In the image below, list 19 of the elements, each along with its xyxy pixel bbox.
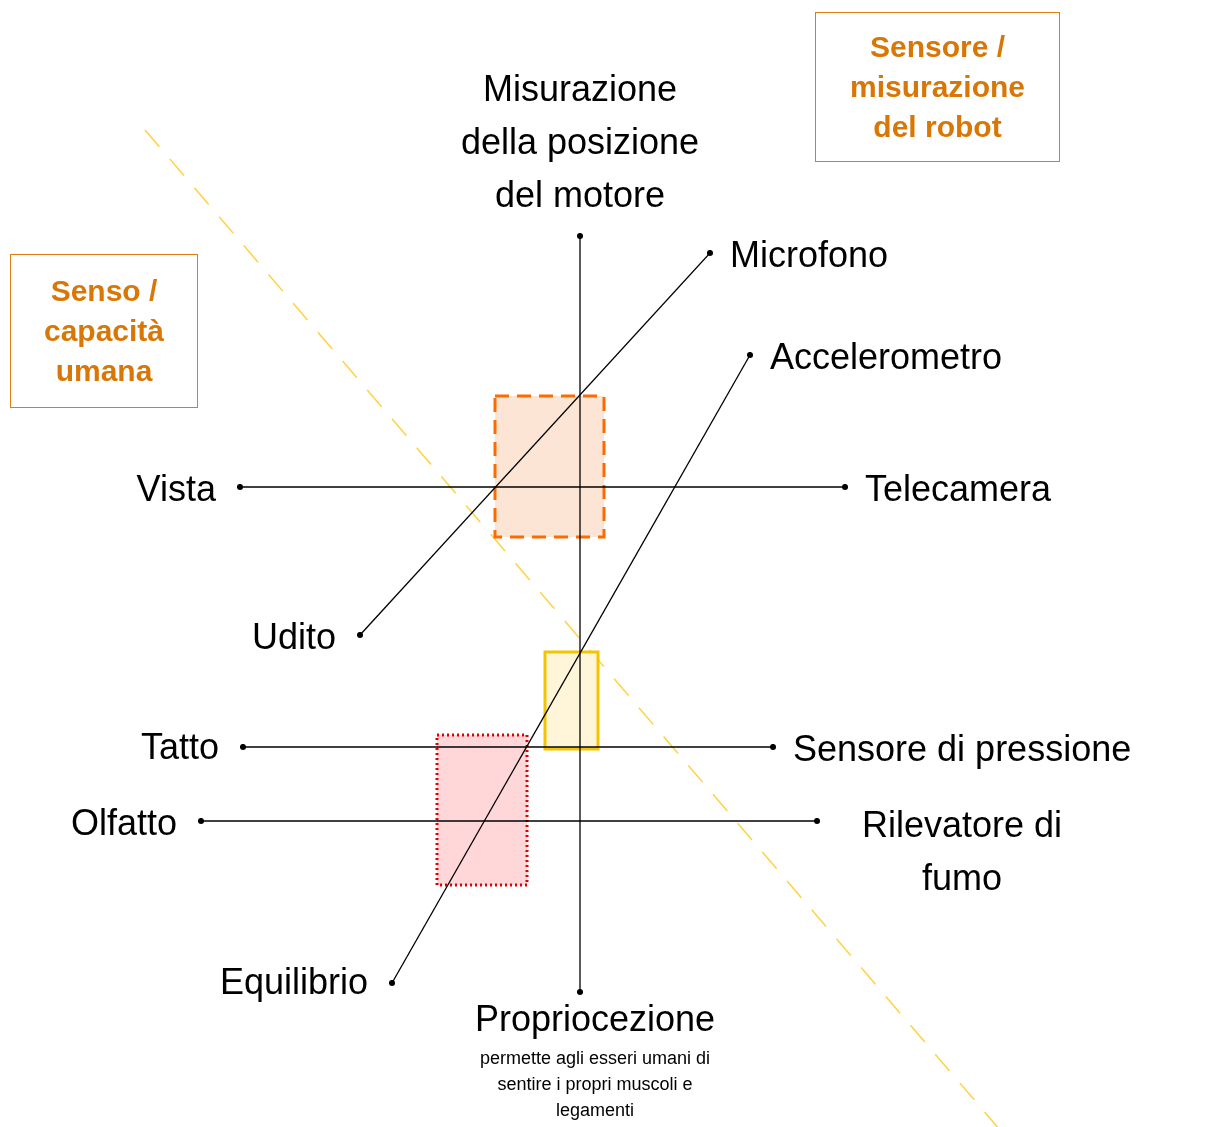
connector-line	[239, 743, 777, 751]
description-text: permette agli esseri umani di sentire i propri muscoli e legamenti	[478, 1047, 712, 1122]
connector-line	[236, 483, 849, 491]
sense-label: Vista	[100, 462, 240, 515]
sense-label: Udito	[215, 610, 360, 663]
connector-line	[388, 351, 754, 987]
category-box: Senso / capacità umana	[10, 254, 198, 408]
sense-label: Olfatto	[20, 796, 201, 849]
sense-label: Propriocezione	[473, 997, 717, 1041]
connector-line	[576, 232, 584, 996]
sensor-label: Sensore di pressione	[773, 722, 1210, 775]
sense-label: Tatto	[85, 720, 243, 773]
sense-label: Equilibrio	[170, 955, 392, 1008]
sensor-label: Accelerometro	[750, 330, 1090, 383]
connector-line	[197, 817, 821, 825]
sensor-label: Telecamera	[845, 462, 1105, 515]
category-box: Sensore / misurazione del robot	[815, 12, 1060, 162]
connector-line	[356, 249, 714, 639]
sensor-label: Rilevatore di fumo	[817, 798, 1107, 904]
